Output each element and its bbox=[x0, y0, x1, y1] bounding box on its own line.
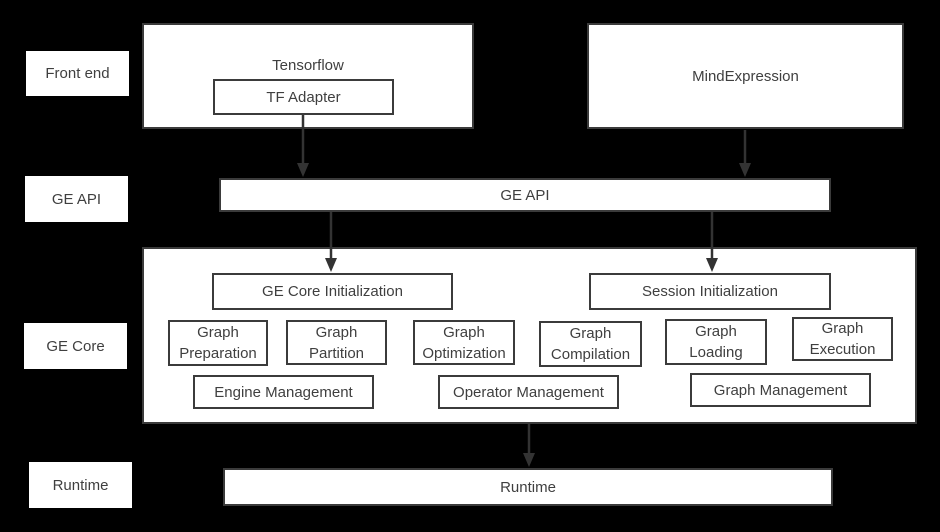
node-operator-management: Operator Management bbox=[438, 375, 619, 409]
arrow-mindexpression-to-geapi bbox=[739, 130, 751, 177]
node-tensorflow-label: Tensorflow bbox=[272, 57, 344, 74]
node-runtime-label: Runtime bbox=[500, 478, 556, 496]
node-graph-loading: Graph Loading bbox=[665, 319, 767, 365]
side-label-text: Front end bbox=[45, 65, 110, 82]
node-mindexpression: MindExpression bbox=[587, 23, 904, 129]
node-label: Graph Execution bbox=[809, 320, 876, 358]
node-label: Graph Compilation bbox=[550, 325, 631, 363]
side-label-front-end: Front end bbox=[26, 51, 129, 96]
node-tf-adapter-label: TF Adapter bbox=[266, 88, 341, 106]
node-session-initialization: Session Initialization bbox=[589, 273, 831, 310]
node-ge-api-label: GE API bbox=[500, 186, 550, 204]
node-graph-partition: Graph Partition bbox=[286, 320, 387, 365]
node-label: Graph Optimization bbox=[422, 323, 506, 362]
node-ge-core-container: GE Core Initialization Session Initializ… bbox=[142, 247, 917, 424]
node-label: Graph Partition bbox=[308, 323, 365, 362]
node-ge-api: GE API bbox=[219, 178, 831, 212]
node-label: GE Core Initialization bbox=[262, 283, 403, 300]
node-tf-adapter: TF Adapter bbox=[213, 79, 394, 115]
node-graph-management: Graph Management bbox=[690, 373, 871, 407]
node-label: Graph Management bbox=[713, 381, 848, 399]
arrow-gecore-to-runtime bbox=[523, 424, 535, 467]
node-runtime: Runtime bbox=[223, 468, 833, 506]
node-graph-execution: Graph Execution bbox=[792, 317, 893, 361]
side-label-text: Runtime bbox=[52, 476, 109, 494]
side-label-text: GE API bbox=[51, 190, 102, 208]
node-graph-compilation: Graph Compilation bbox=[539, 321, 642, 367]
node-label: Session Initialization bbox=[642, 283, 778, 300]
side-label-ge-core: GE Core bbox=[24, 323, 127, 369]
side-label-ge-api: GE API bbox=[25, 176, 128, 222]
side-label-runtime: Runtime bbox=[29, 462, 132, 508]
node-graph-preparation: Graph Preparation bbox=[168, 320, 268, 366]
node-label: Operator Management bbox=[453, 383, 604, 401]
node-mindexpression-label: MindExpression bbox=[692, 67, 799, 85]
node-tensorflow: Tensorflow TF Adapter bbox=[142, 23, 474, 129]
node-label: Graph Loading bbox=[689, 323, 743, 361]
node-graph-optimization: Graph Optimization bbox=[413, 320, 515, 365]
node-label: Engine Management bbox=[214, 383, 353, 401]
side-label-text: GE Core bbox=[46, 337, 105, 355]
node-engine-management: Engine Management bbox=[193, 375, 374, 409]
node-label: Graph Preparation bbox=[179, 324, 257, 362]
node-ge-core-initialization: GE Core Initialization bbox=[212, 273, 453, 310]
